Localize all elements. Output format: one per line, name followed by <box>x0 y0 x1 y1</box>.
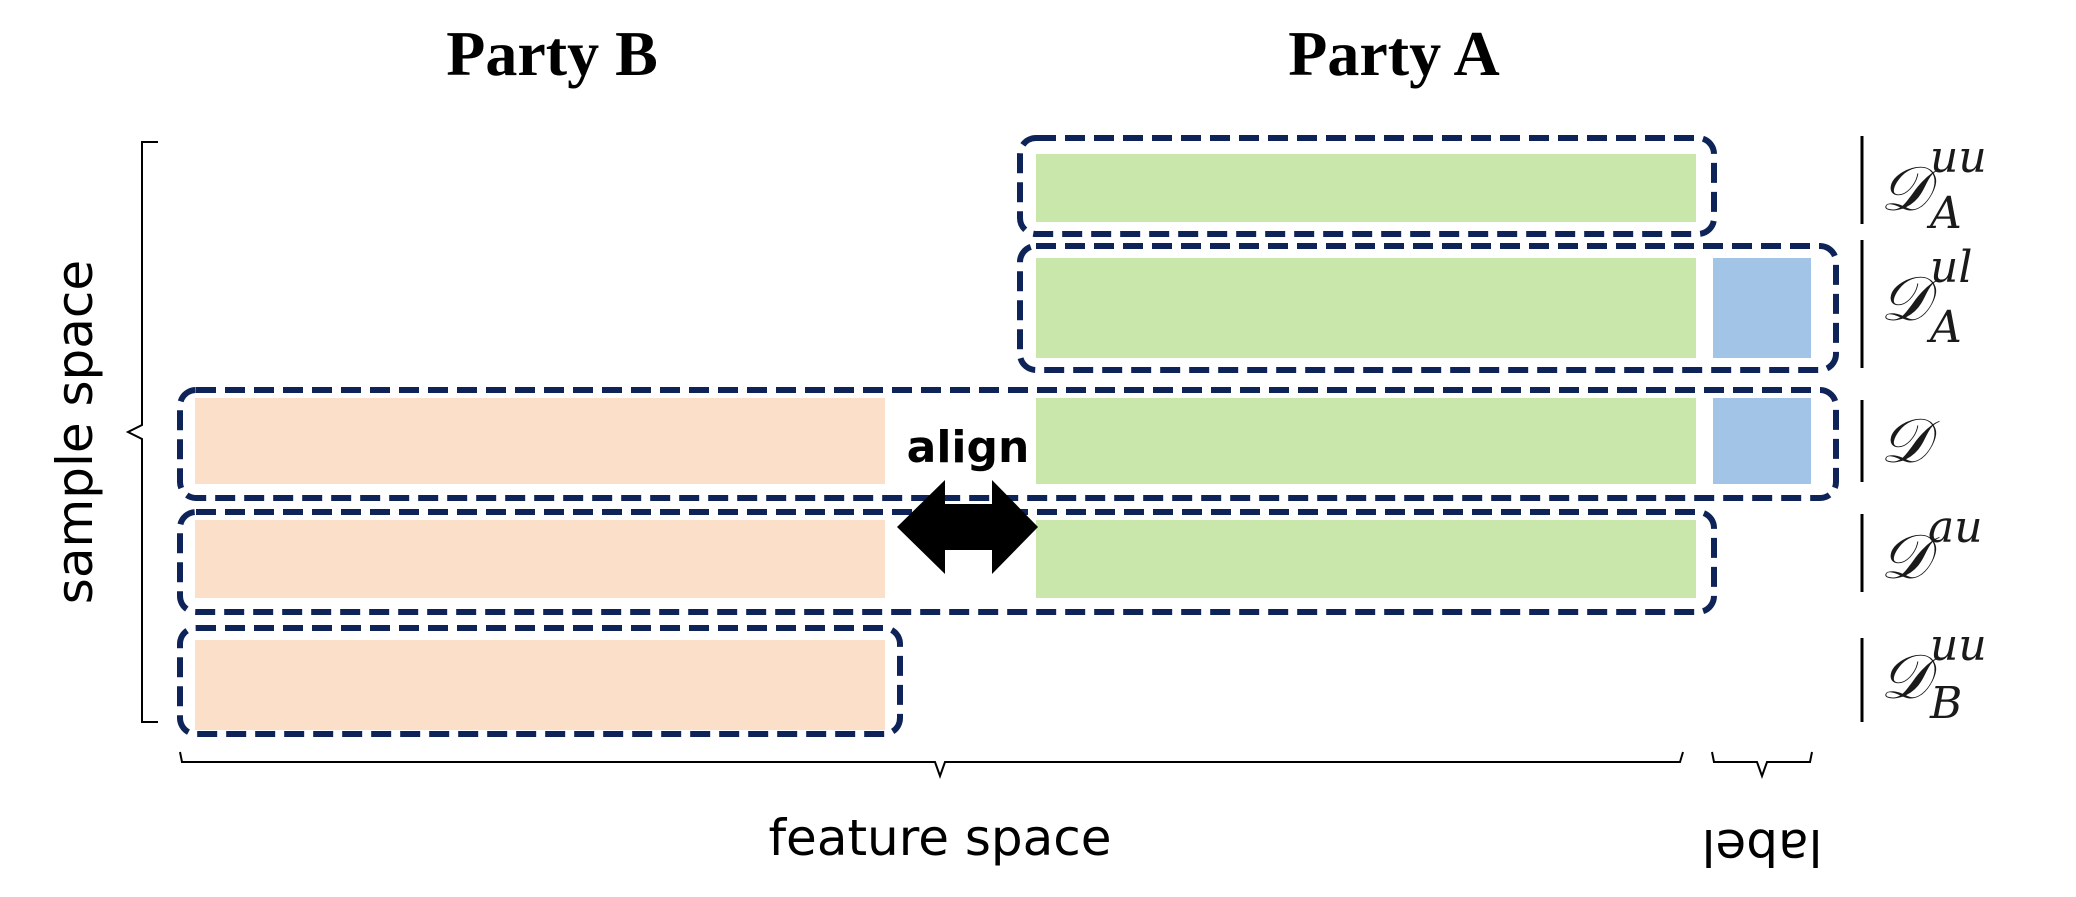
dashed-group-au <box>177 509 1717 615</box>
labels-ula <box>1713 258 1811 358</box>
feature-space-brace <box>179 751 1684 779</box>
dashed-group-uua <box>1017 135 1717 237</box>
svg-text:B: B <box>1929 678 1962 729</box>
svg-text:ul: ul <box>1930 242 1972 293</box>
party-b-features-aligned <box>195 398 885 484</box>
svg-text:𝒟: 𝒟 <box>1880 404 1940 477</box>
svg-text:A: A <box>1926 302 1962 353</box>
align-arrow-icon <box>897 480 1038 574</box>
party-a-features-uua <box>1036 154 1696 222</box>
label-brace <box>1711 751 1813 779</box>
svg-text:uu: uu <box>1930 132 1987 183</box>
party-a-features-ula <box>1036 258 1696 358</box>
party-b-features-bu <box>195 520 885 598</box>
label-d-au: 𝒟 au <box>1880 502 1983 593</box>
dashed-group-ula <box>1017 243 1839 373</box>
party-a-title: Party A <box>1288 18 1500 89</box>
party-a-features-au <box>1036 520 1696 598</box>
svg-text:A: A <box>1926 188 1962 239</box>
label-axis-label: label <box>1702 818 1823 876</box>
labels-aligned <box>1713 398 1811 484</box>
align-label: align <box>907 422 1030 473</box>
party-a-features-aligned <box>1036 398 1696 484</box>
sample-space-brace <box>125 141 158 723</box>
feature-space-label: feature space <box>768 809 1111 867</box>
svg-text:uu: uu <box>1930 620 1987 671</box>
label-d-uu-b: 𝒟 uu B <box>1880 620 1987 729</box>
sample-space-label: sample space <box>46 260 104 604</box>
svg-text:au: au <box>1928 502 1983 553</box>
label-d-uu-a: 𝒟 uu A <box>1880 132 1987 239</box>
label-d: 𝒟 <box>1880 404 1940 477</box>
label-d-ul-a: 𝒟 ul A <box>1880 242 1972 353</box>
party-b-features-uub <box>195 640 885 730</box>
party-b-title: Party B <box>446 18 658 89</box>
